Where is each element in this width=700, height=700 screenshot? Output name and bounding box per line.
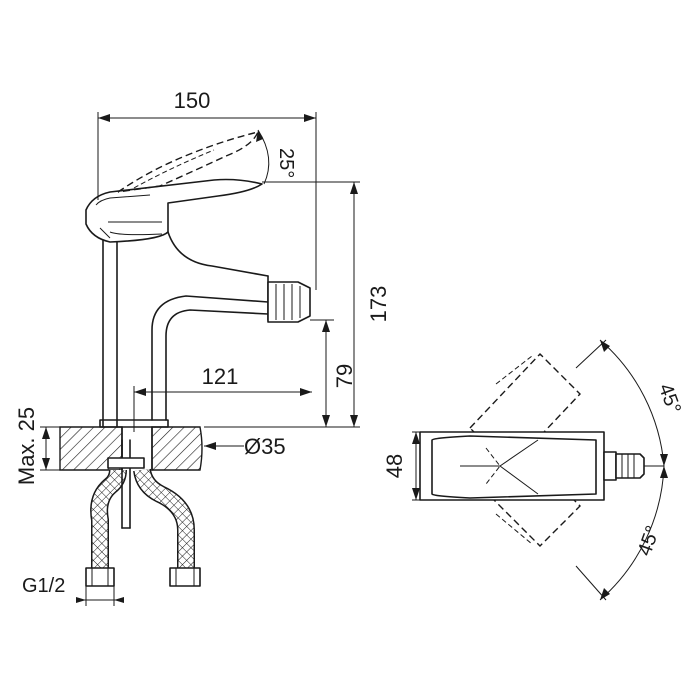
dimension-width: 150 bbox=[97, 88, 317, 290]
side-view: 150 25° 173 79 bbox=[14, 88, 391, 606]
top-aerator bbox=[603, 451, 664, 481]
height-label: 173 bbox=[366, 286, 391, 323]
lever-angle-label: 25° bbox=[275, 148, 297, 178]
reach-label: 121 bbox=[202, 364, 239, 389]
dimension-reach: 121 bbox=[133, 364, 312, 432]
width-label: 150 bbox=[174, 88, 211, 113]
handle-lever bbox=[85, 178, 263, 243]
swivel-angle-top-label: 45° bbox=[654, 381, 685, 417]
dimension-spout-height: 79 bbox=[310, 319, 357, 427]
countertop-section bbox=[59, 426, 203, 471]
body-width-label: 48 bbox=[382, 454, 407, 478]
max-thickness-label: Max. 25 bbox=[14, 407, 39, 485]
spout-height-label: 79 bbox=[332, 364, 357, 388]
handle-lever-raised bbox=[117, 130, 260, 193]
faucet-body bbox=[99, 234, 169, 428]
dimension-max-thickness: Max. 25 bbox=[14, 407, 60, 485]
thread-label: G1/2 bbox=[22, 575, 65, 597]
dimension-thread: G1/2 bbox=[22, 575, 124, 606]
dimension-hole-diameter: Ø35 bbox=[204, 434, 286, 459]
dimension-height: 173 bbox=[204, 181, 391, 428]
dimension-lever-angle: 25° bbox=[256, 129, 297, 185]
swivel-angle-bottom-label: 45° bbox=[634, 523, 665, 559]
top-body bbox=[419, 431, 605, 501]
hole-diameter-label: Ø35 bbox=[244, 434, 286, 459]
top-view: 48 45° 45° bbox=[382, 339, 685, 601]
dimension-body-width: 48 bbox=[382, 431, 420, 501]
supply-hoses bbox=[85, 439, 201, 587]
spout bbox=[151, 231, 311, 421]
